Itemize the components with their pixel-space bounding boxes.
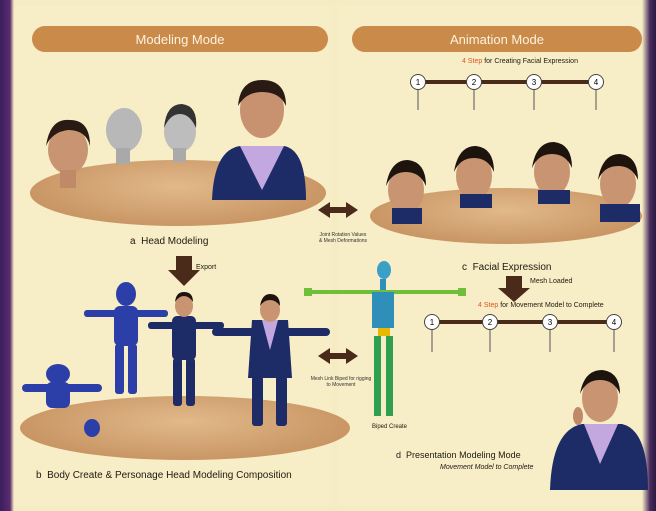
facial-step-2: 2 xyxy=(466,74,482,90)
facial-step-1: 1 xyxy=(410,74,426,90)
facial-head-3 xyxy=(532,142,572,204)
joint-rotation-double-arrow xyxy=(318,202,358,218)
modeling-mode-title: Modeling Mode xyxy=(135,31,225,47)
movement-step-2: 2 xyxy=(482,314,498,330)
movement-step-title: 4 Step for Movement Model to Complete xyxy=(478,302,604,309)
body-head-blue xyxy=(84,419,100,437)
facial-head-1 xyxy=(386,160,426,224)
facial-step-title: 4 Step for Creating Facial Expression xyxy=(462,58,578,65)
head-figure-hair-grey xyxy=(164,104,197,162)
section-a-label: a Head Modeling xyxy=(130,236,209,247)
section-d-label: d Presentation Modeling Mode xyxy=(396,450,521,460)
movement-step-4: 4 xyxy=(606,314,622,330)
mesh-loaded-arrow xyxy=(498,276,530,302)
joint-rotation-label: Joint Rotation Values & Mesh Deformation… xyxy=(318,232,368,244)
mesh-loaded-label: Mesh Loaded xyxy=(530,278,573,285)
facial-step-3: 3 xyxy=(526,74,542,90)
modeling-mode-header: Modeling Mode xyxy=(32,26,328,52)
animation-mode-header: Animation Mode xyxy=(352,26,642,52)
body-create-platform xyxy=(20,396,350,460)
biped-create-label: Biped Create xyxy=(372,424,408,430)
body-full-blue xyxy=(84,282,168,394)
movement-step-1: 1 xyxy=(424,314,440,330)
movement-timeline xyxy=(431,320,616,352)
head-figure-mesh-grey xyxy=(106,108,142,164)
facial-head-4 xyxy=(598,154,640,222)
personage-bust xyxy=(212,80,306,200)
animation-mode-title: Animation Mode xyxy=(450,31,544,47)
body-composition-final xyxy=(212,294,330,426)
export-label: Export xyxy=(196,264,217,271)
presentation-bust xyxy=(550,370,648,490)
biped-skeleton xyxy=(304,261,466,416)
body-torso-blue xyxy=(22,364,102,408)
movement-step-3: 3 xyxy=(542,314,558,330)
section-c-label: c Facial Expression xyxy=(462,262,552,273)
facial-step-4: 4 xyxy=(588,74,604,90)
section-d-sublabel: Movement Model to Complete xyxy=(440,464,534,471)
mesh-link-label: Mesh Link Biped for rigging to Movement xyxy=(310,376,372,388)
head-figure-textured xyxy=(46,119,90,188)
facial-head-2 xyxy=(454,146,494,208)
section-b-label: b Body Create & Personage Head Modeling … xyxy=(36,470,292,481)
export-arrow xyxy=(168,256,200,286)
animation-panel xyxy=(338,6,642,506)
body-textured-head xyxy=(148,292,224,406)
mesh-link-double-arrow xyxy=(318,348,358,364)
facial-timeline xyxy=(417,80,598,110)
